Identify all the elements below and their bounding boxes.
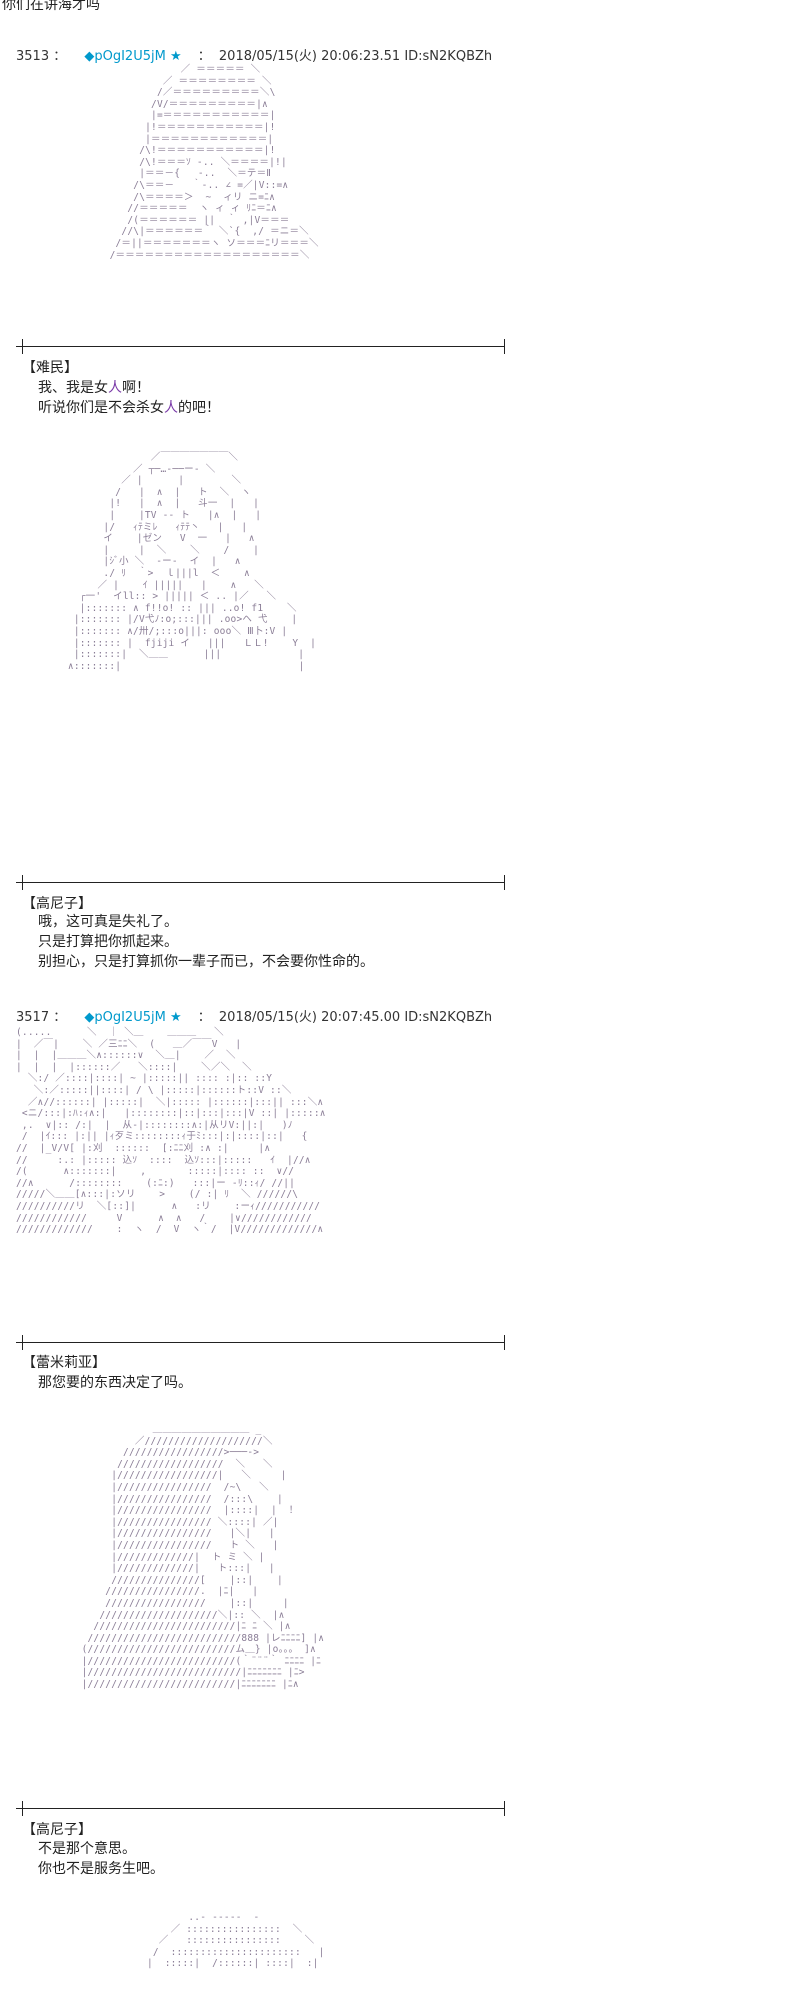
post-header: 3517 ： ◆pOgI2U5jM ★ ： 2018/05/15(火) 20:0…	[16, 1006, 492, 1025]
speech-block: 那您要的东西决定了吗。	[38, 1373, 192, 1393]
post-datetime: 2018/05/15(火) 20:06:23.51	[218, 49, 401, 64]
star-icon: ★	[169, 1010, 182, 1025]
speaker-name: 【高尼子】	[22, 896, 92, 912]
speech-line: 别担心，只是打算抓你一辈子而已，不会要你性命的。	[38, 954, 374, 970]
post-id: ID:sN2KQBZh	[404, 49, 493, 64]
ascii-art-block: ..- ----- - ／ :::::::::::::::: ＼ ／ :::::…	[146, 1912, 325, 1970]
post-id: ID:sN2KQBZh	[404, 1010, 493, 1025]
divider-tick	[504, 1335, 505, 1350]
divider-tick	[504, 339, 505, 354]
divider-line	[16, 346, 504, 347]
speech-line: 那您要的东西决定了吗。	[38, 1375, 192, 1391]
divider-line	[16, 1342, 504, 1343]
post-number: 3517 ：	[16, 1010, 67, 1025]
speech-line: 我、我是女人啊！	[38, 380, 150, 396]
ascii-art-block: (..... ＼ ｜ ＼＿ ＿＿＿ ＼ | ／￣| ＼ ／三ﾆﾆ＼ ( ＿／￣￣…	[16, 1027, 326, 1236]
speech-line: 听说你们是不会杀女人的吧！	[38, 400, 220, 416]
ascii-art-block: ／ ＝＝＝＝＝ ＼ ／ ＝＝＝＝＝＝＝＝ ＼ /／＝＝＝＝＝＝＝＝＝＼\ /V/…	[109, 64, 319, 261]
star-icon: ★	[169, 49, 182, 64]
speech-block: 哦，这可真是失礼了。 只是打算把你抓起来。 别担心，只是打算抓你一辈子而已，不会…	[38, 912, 374, 972]
ascii-art-block: ／￣￣￣￣￣￣￣＼ ／ ┬─…‐──ー- ＼ ／ | | ＼ / | ∧ | ト…	[67, 452, 317, 672]
divider-tick	[504, 1801, 505, 1816]
top-partial-text: 你们在讲海才吗	[2, 0, 100, 13]
divider-line	[16, 1808, 504, 1809]
speech-line: 哦，这可真是失礼了。	[38, 914, 178, 930]
tripcode-link[interactable]: ◆pOgI2U5jM	[84, 1010, 166, 1025]
divider-line	[16, 882, 504, 883]
divider-tick	[22, 875, 23, 890]
divider-tick	[22, 1801, 23, 1816]
speech-line: 你也不是服务生吧。	[38, 1861, 164, 1877]
speech-line: 不是那个意思。	[38, 1841, 136, 1857]
post-header: 3513 ： ◆pOgI2U5jM ★ ： 2018/05/15(火) 20:0…	[16, 45, 492, 64]
divider-tick	[22, 1335, 23, 1350]
speaker-name: 【蕾米莉亚】	[22, 1355, 106, 1371]
ascii-art-block: ＿＿＿＿＿＿＿＿＿＿ _ ／////////////////////＼ ////…	[81, 1424, 325, 1691]
header-colon: ：	[197, 1010, 211, 1025]
tripcode-link[interactable]: ◆pOgI2U5jM	[84, 49, 166, 64]
divider-tick	[504, 875, 505, 890]
speaker-name: 【难民】	[22, 360, 78, 376]
post-number: 3513 ：	[16, 49, 67, 64]
header-colon: ：	[197, 49, 211, 64]
divider-tick	[22, 339, 23, 354]
speech-block: 不是那个意思。 你也不是服务生吧。	[38, 1839, 164, 1879]
speech-block: 我、我是女人啊！ 听说你们是不会杀女人的吧！	[38, 378, 220, 418]
speech-line: 只是打算把你抓起来。	[38, 934, 178, 950]
post-datetime: 2018/05/15(火) 20:07:45.00	[218, 1010, 401, 1025]
speaker-name: 【高尼子】	[22, 1822, 92, 1838]
